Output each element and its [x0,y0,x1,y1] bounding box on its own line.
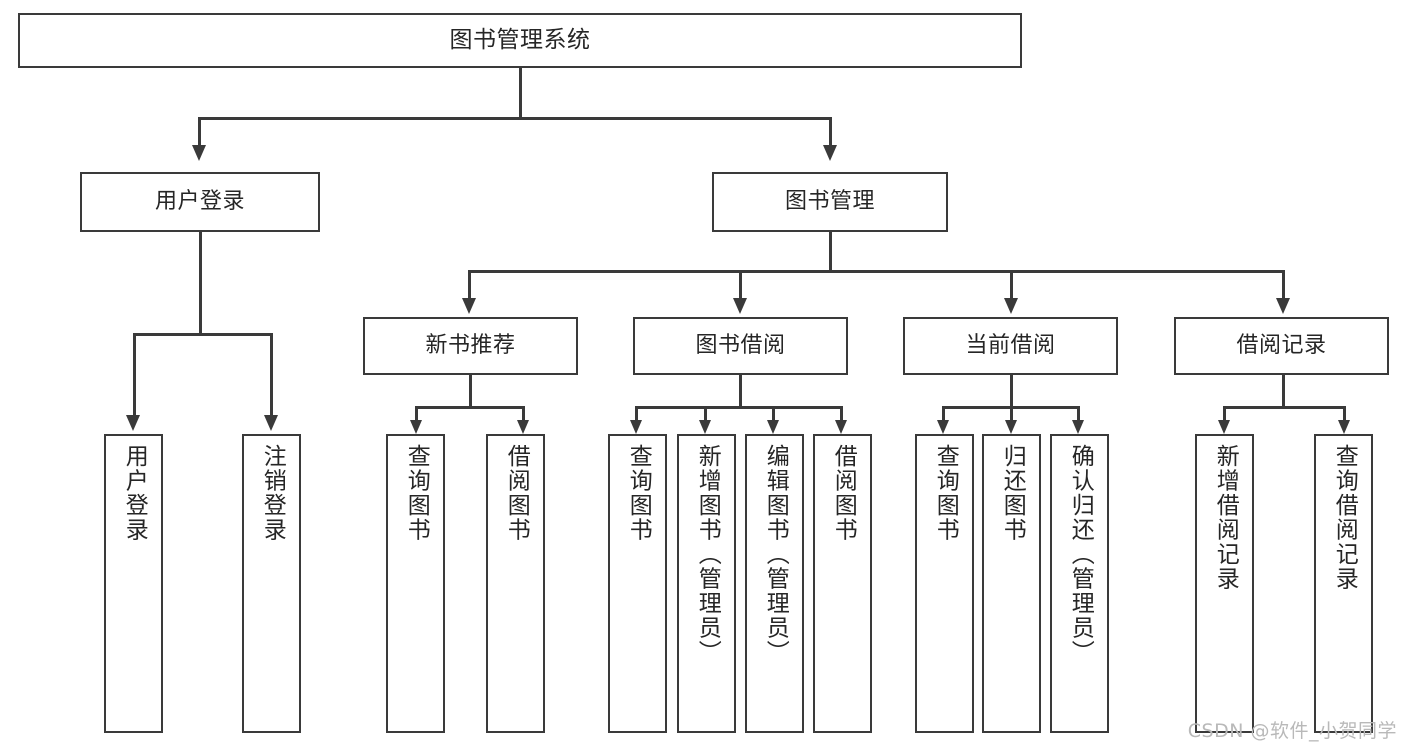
connector-userlogin-bar [133,333,271,336]
connector-userlogin-to-leaf1 [133,333,136,417]
leaf-borrowrecord-query-record[interactable]: 查询借阅记录 [1314,434,1373,733]
node-label: 新书推荐 [425,333,516,359]
connector-userlogin-to-leaf2 [270,333,273,417]
connector-bookmgmt-to-borrowrecord [1282,270,1285,300]
connector-bookmgmt-to-currentborrow [1010,270,1013,300]
node-label: 确认归还（管理员） [1067,444,1094,665]
node-label: 图书管理 [784,189,875,215]
node-current-borrow[interactable]: 当前借阅 [903,317,1118,375]
node-label: 借阅图书 [830,444,857,542]
arrow-newbook-to-leaf1 [410,420,422,434]
arrow-bookborrow-to-leaf3 [767,420,779,434]
arrow-bookborrow-to-leaf4 [835,420,847,434]
arrow-newbook-to-leaf2 [517,420,529,434]
connector-borrowrecord-to-leaf1 [1223,406,1226,422]
connector-newbook-stem [469,375,472,408]
node-label: 查询图书 [403,444,430,542]
connector-bookmgmt-stem [829,232,832,272]
leaf-borrowrecord-add-record[interactable]: 新增借阅记录 [1195,434,1254,733]
connector-bookborrow-bar [635,406,842,409]
node-borrow-record[interactable]: 借阅记录 [1174,317,1389,375]
connector-root-bar [198,117,831,120]
node-label: 图书借阅 [695,333,786,359]
arrow-bookmgmt-to-borrowrecord [1276,298,1290,314]
leaf-bookborrow-query-book[interactable]: 查询图书 [608,434,667,733]
connector-bookborrow-to-leaf4 [840,406,843,422]
connector-root-to-userlogin [198,117,201,147]
arrow-bookmgmt-to-bookborrow [733,298,747,314]
node-label: 编辑图书（管理员） [762,444,789,665]
connector-currentborrow-to-leaf2 [1010,406,1013,422]
node-book-management[interactable]: 图书管理 [712,172,948,232]
connector-borrowrecord-stem [1282,375,1285,408]
connector-bookborrow-to-leaf1 [635,406,638,422]
leaf-logout[interactable]: 注销登录 [242,434,301,733]
node-label: 用户登录 [121,444,148,542]
arrow-bookborrow-to-leaf2 [699,420,711,434]
node-new-book-recommend[interactable]: 新书推荐 [363,317,578,375]
leaf-bookborrow-edit-book-admin[interactable]: 编辑图书（管理员） [745,434,804,733]
node-root-system[interactable]: 图书管理系统 [18,13,1022,68]
node-label: 归还图书 [999,444,1026,542]
leaf-currentborrow-query-book[interactable]: 查询图书 [915,434,974,733]
connector-bookborrow-to-leaf2 [704,406,707,422]
leaf-currentborrow-confirm-return-admin[interactable]: 确认归还（管理员） [1050,434,1109,733]
arrow-bookmgmt-to-newbook [462,298,476,314]
connector-bookmgmt-to-bookborrow [739,270,742,300]
arrow-currentborrow-to-leaf1 [937,420,949,434]
arrow-userlogin-to-leaf1 [126,415,140,431]
connector-borrowrecord-to-leaf2 [1343,406,1346,422]
node-label: 新增借阅记录 [1212,444,1239,591]
leaf-newbook-query-book[interactable]: 查询图书 [386,434,445,733]
connector-newbook-to-leaf1 [415,406,418,422]
connector-bookmgmt-bar [468,270,1285,273]
node-label: 借阅记录 [1236,333,1327,359]
connector-bookborrow-stem [739,375,742,408]
node-label: 新增图书（管理员） [694,444,721,665]
connector-borrowrecord-bar [1223,406,1345,409]
arrow-bookborrow-to-leaf1 [630,420,642,434]
connector-currentborrow-to-leaf1 [942,406,945,422]
arrow-currentborrow-to-leaf3 [1072,420,1084,434]
leaf-user-login[interactable]: 用户登录 [104,434,163,733]
arrow-currentborrow-to-leaf2 [1005,420,1017,434]
connector-newbook-bar [415,406,525,409]
connector-currentborrow-stem [1010,375,1013,408]
node-label: 查询图书 [625,444,652,542]
node-label: 用户登录 [154,189,245,215]
connector-bookborrow-to-leaf3 [772,406,775,422]
arrow-root-to-userlogin [192,145,206,161]
connector-root-to-bookmgmt [829,117,832,147]
arrow-bookmgmt-to-currentborrow [1004,298,1018,314]
connector-bookmgmt-to-newbook [468,270,471,300]
connector-root-stem [519,68,522,118]
node-label: 查询借阅记录 [1331,444,1358,591]
arrow-root-to-bookmgmt [823,145,837,161]
leaf-bookborrow-add-book-admin[interactable]: 新增图书（管理员） [677,434,736,733]
node-label: 查询图书 [932,444,959,542]
arrow-borrowrecord-to-leaf1 [1218,420,1230,434]
leaf-currentborrow-return-book[interactable]: 归还图书 [982,434,1041,733]
leaf-newbook-borrow-book[interactable]: 借阅图书 [486,434,545,733]
node-label: 注销登录 [259,444,286,542]
connector-newbook-to-leaf2 [522,406,525,422]
leaf-bookborrow-borrow-book[interactable]: 借阅图书 [813,434,872,733]
arrow-userlogin-to-leaf2 [264,415,278,431]
arrow-borrowrecord-to-leaf2 [1338,420,1350,434]
node-user-login[interactable]: 用户登录 [80,172,320,232]
node-label: 当前借阅 [965,333,1056,359]
node-label: 图书管理系统 [449,26,591,53]
node-label: 借阅图书 [503,444,530,542]
node-book-borrow[interactable]: 图书借阅 [633,317,848,375]
connector-currentborrow-to-leaf3 [1077,406,1080,422]
connector-userlogin-stem [199,232,202,335]
